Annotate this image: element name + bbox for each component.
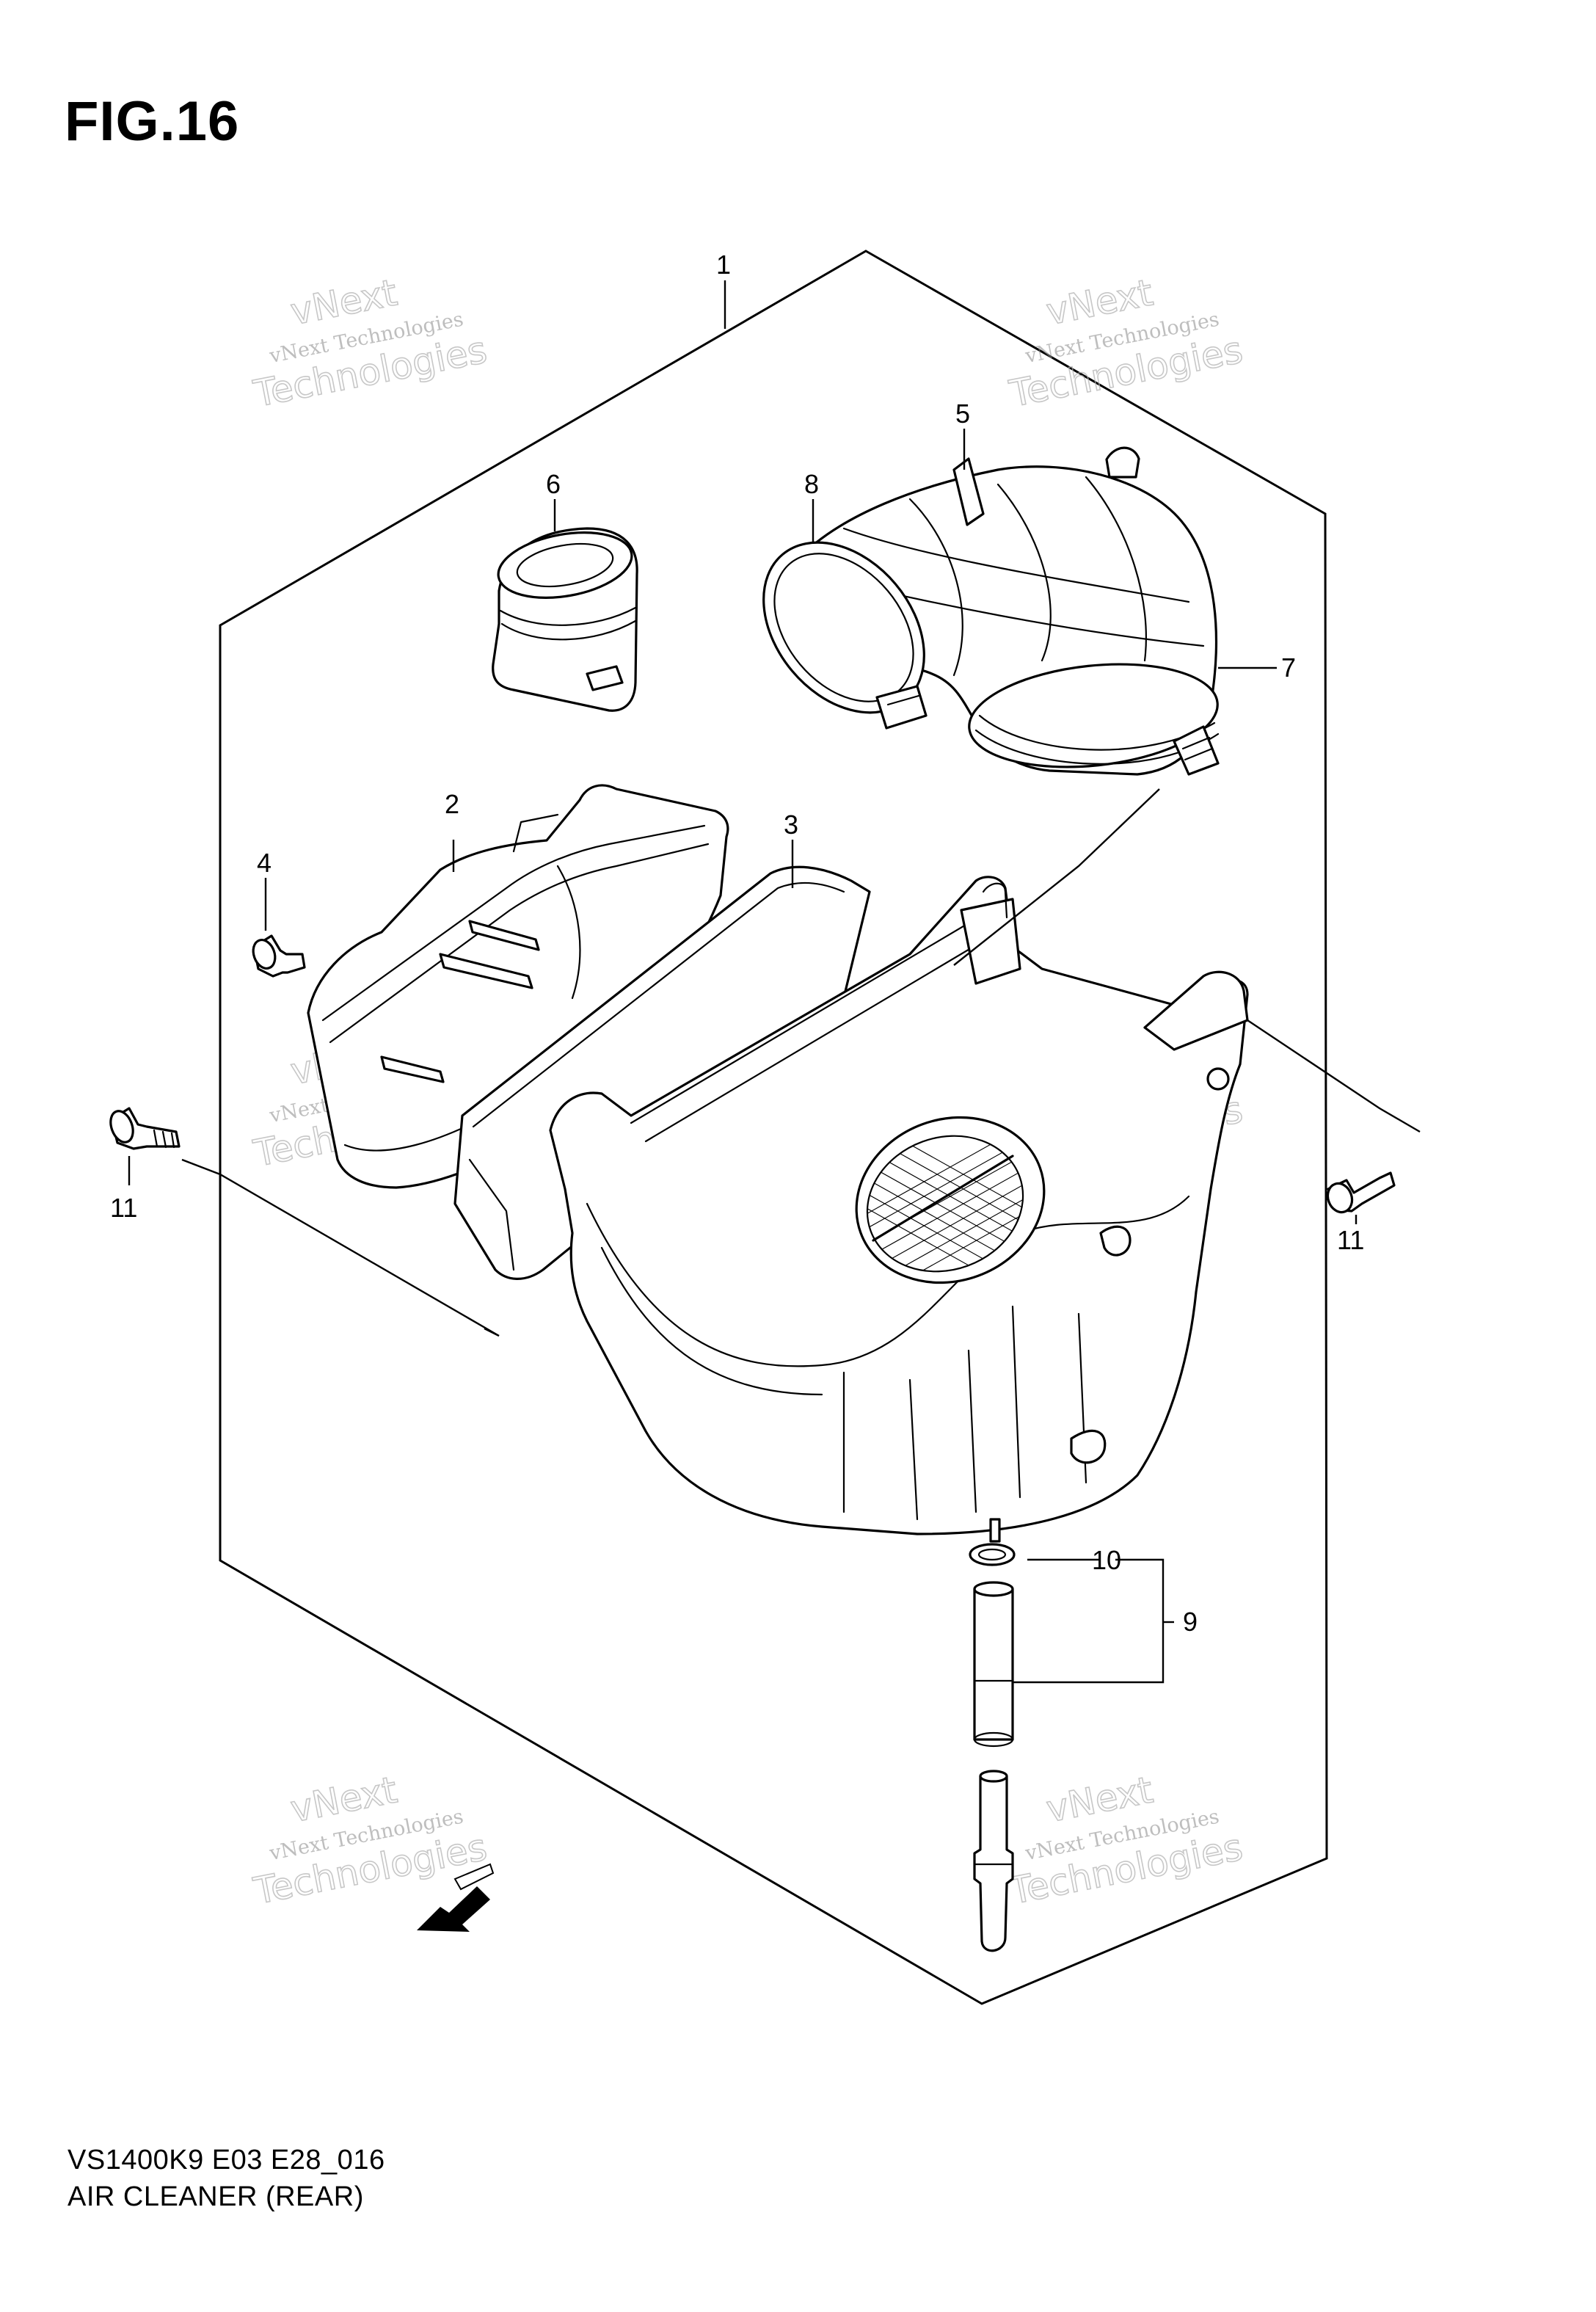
part-10-clamp — [969, 1543, 1016, 1566]
callout-7: 7 — [1281, 652, 1296, 683]
callout-labels: 1 2 3 4 5 6 7 8 9 10 11 11 — [110, 250, 1364, 1637]
drain-plug — [973, 1770, 1014, 1952]
part-11-screw-right — [1326, 1171, 1396, 1214]
callout-11-right: 11 — [1337, 1225, 1364, 1255]
part-7-elbow-duct — [787, 446, 1220, 776]
assembly-boundary — [219, 250, 1328, 2005]
part-6-intake-duct — [492, 527, 638, 712]
diagram-name: AIR CLEANER (REAR) — [68, 2181, 364, 2212]
callout-8: 8 — [804, 469, 819, 499]
callout-3: 3 — [784, 810, 798, 840]
part-1-cleaner-housing — [549, 876, 1249, 1543]
leader-lines — [128, 280, 1421, 1684]
part-11-screw-left — [109, 1107, 181, 1150]
callout-10: 10 — [1092, 1545, 1121, 1575]
figure-title: FIG.16 — [65, 90, 240, 153]
part-9-drain-hose — [973, 1581, 1014, 1748]
callout-11-left: 11 — [110, 1193, 137, 1223]
callout-2: 2 — [445, 789, 459, 819]
part-4-screw — [252, 934, 306, 978]
diagram-code: VS1400K9 E03 E28_016 — [68, 2145, 385, 2175]
part-2-cleaner-cap — [307, 784, 729, 1189]
callout-5: 5 — [955, 399, 970, 429]
callout-1: 1 — [716, 250, 731, 280]
front-direction-arrow-icon — [417, 1863, 495, 1932]
callout-6: 6 — [546, 469, 561, 499]
part-3-filter-element — [453, 865, 871, 1280]
intake-mesh — [858, 1115, 1043, 1293]
part-8-hose-clamp — [762, 541, 928, 730]
callout-4: 4 — [257, 848, 272, 878]
callout-9: 9 — [1183, 1607, 1198, 1637]
